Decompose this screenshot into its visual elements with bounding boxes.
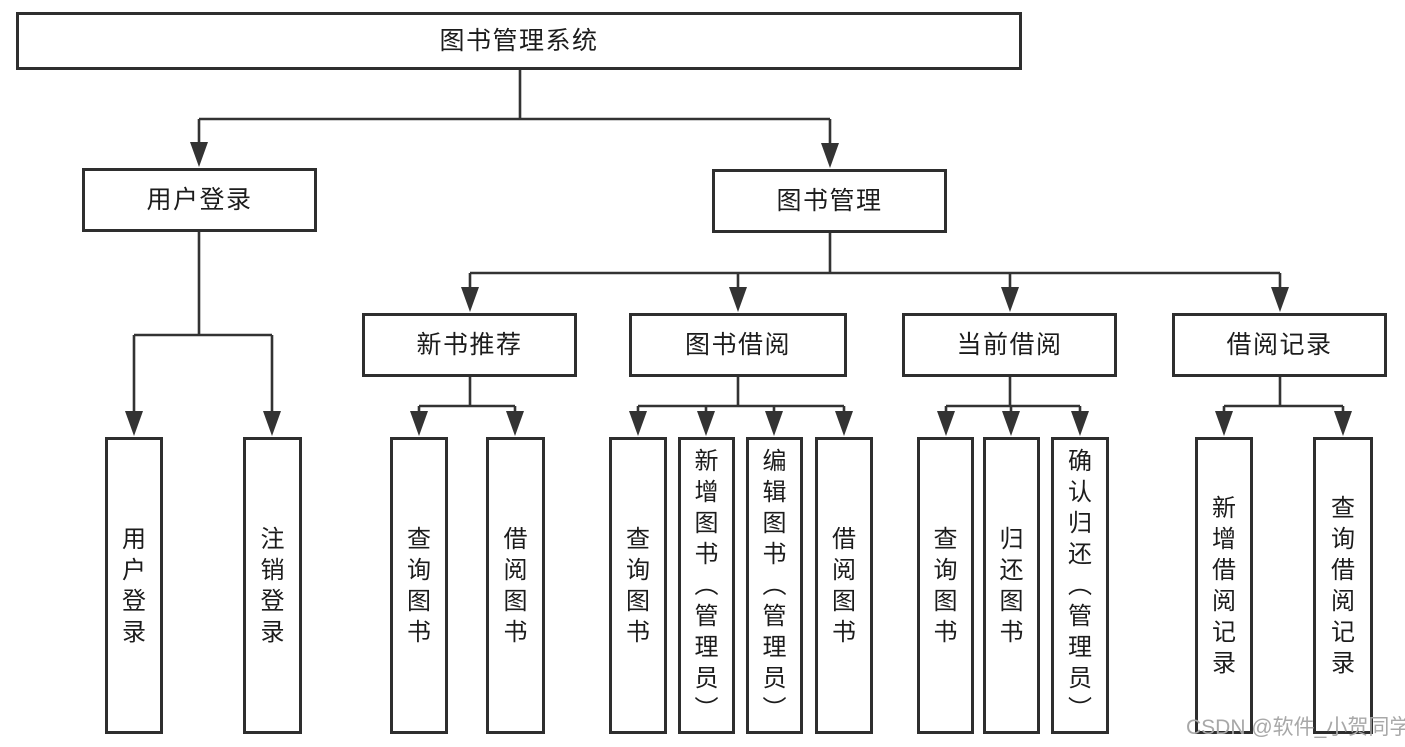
leaf-query-borrow-record: 查询借阅记录 bbox=[1313, 437, 1373, 734]
leaf-add-book-admin-label: 新增图书︵管理员︶ bbox=[694, 448, 719, 723]
leaf-borrow-book-recommend-label: 借阅图书 bbox=[503, 525, 528, 646]
node-borrowing-records: 借阅记录 bbox=[1172, 313, 1387, 377]
leaf-query-borrow-record-label: 查询借阅记录 bbox=[1331, 494, 1355, 677]
node-borrowing-records-label: 借阅记录 bbox=[1226, 330, 1333, 359]
leaf-borrow-book-label: 借阅图书 bbox=[832, 525, 856, 646]
node-new-book-recommend-label: 新书推荐 bbox=[416, 330, 523, 359]
arrowhead-icons bbox=[125, 142, 1352, 436]
leaf-borrow-book-recommend: 借阅图书 bbox=[486, 437, 545, 734]
leaf-logout-label: 注销登录 bbox=[260, 525, 285, 646]
node-root-label: 图书管理系统 bbox=[439, 26, 599, 55]
leaf-edit-book-admin-label: 编辑图书︵管理员︶ bbox=[762, 448, 787, 723]
leaf-add-book-admin: 新增图书︵管理员︶ bbox=[678, 437, 735, 734]
leaf-return-book-label: 归还图书 bbox=[999, 525, 1024, 646]
node-current-borrowing-label: 当前借阅 bbox=[956, 330, 1063, 359]
node-root: 图书管理系统 bbox=[16, 12, 1022, 70]
node-new-book-recommend: 新书推荐 bbox=[362, 313, 577, 377]
leaf-user-login-label: 用户登录 bbox=[122, 525, 146, 646]
node-user-login: 用户登录 bbox=[82, 168, 317, 232]
node-current-borrowing: 当前借阅 bbox=[902, 313, 1117, 377]
leaf-query-book-current-label: 查询图书 bbox=[933, 525, 958, 646]
leaf-query-book-recommend: 查询图书 bbox=[390, 437, 448, 734]
leaf-query-book-borrowing: 查询图书 bbox=[609, 437, 667, 734]
node-book-borrowing: 图书借阅 bbox=[629, 313, 847, 377]
leaf-user-login: 用户登录 bbox=[105, 437, 163, 734]
node-book-management: 图书管理 bbox=[712, 169, 947, 233]
leaf-return-book: 归还图书 bbox=[983, 437, 1040, 734]
node-book-borrowing-label: 图书借阅 bbox=[684, 330, 791, 359]
leaf-query-book-recommend-label: 查询图书 bbox=[407, 525, 431, 646]
leaf-add-borrow-record: 新增借阅记录 bbox=[1195, 437, 1253, 734]
leaf-edit-book-admin: 编辑图书︵管理员︶ bbox=[746, 437, 803, 734]
leaf-query-book-current: 查询图书 bbox=[917, 437, 974, 734]
leaf-borrow-book: 借阅图书 bbox=[815, 437, 873, 734]
node-book-management-label: 图书管理 bbox=[776, 186, 883, 215]
node-user-login-label: 用户登录 bbox=[146, 185, 253, 214]
csdn-watermark: CSDN @软件_小贺同学 bbox=[1186, 716, 1405, 739]
leaf-logout: 注销登录 bbox=[243, 437, 302, 734]
leaf-confirm-return-admin: 确认归还︵管理员︶ bbox=[1051, 437, 1109, 734]
leaf-query-book-borrowing-label: 查询图书 bbox=[626, 525, 650, 646]
leaf-confirm-return-admin-label: 确认归还︵管理员︶ bbox=[1068, 448, 1092, 723]
leaf-add-borrow-record-label: 新增借阅记录 bbox=[1212, 494, 1236, 677]
